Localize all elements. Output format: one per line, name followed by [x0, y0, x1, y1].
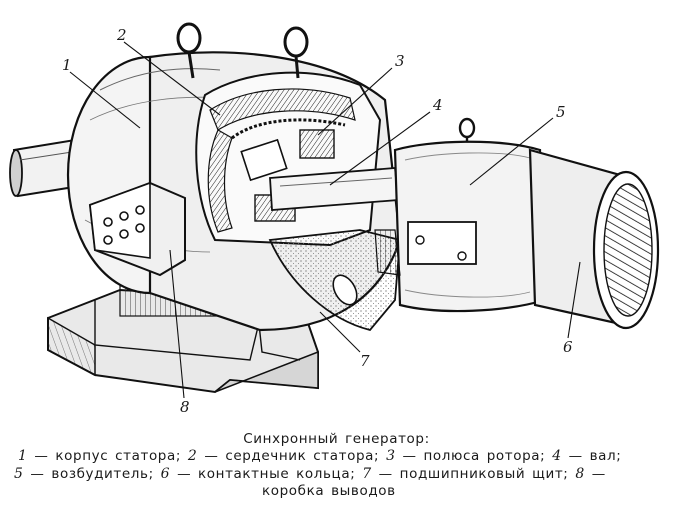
legend-num-8: 8 — [575, 466, 585, 482]
cutaway-section — [195, 71, 399, 247]
legend-num-5: 5 — [14, 466, 24, 482]
callout-3: 3 — [395, 52, 405, 70]
generator-illustration: 1 2 3 4 5 6 7 8 — [9, 22, 660, 416]
legend-num-1: 1 — [18, 448, 28, 464]
caption-line-2: 5 — возбудитель; 6 — контактные кольца; … — [14, 466, 606, 482]
legend-text-5: — возбудитель; — [30, 466, 154, 482]
legend-num-2: 2 — [187, 448, 198, 464]
legend-num-6: 6 — [160, 466, 171, 482]
caption-title: Синхронный генератор: — [243, 431, 430, 447]
legend-text-1: — корпус статора; — [34, 448, 181, 464]
legend-num-3: 3 — [386, 448, 396, 464]
slip-ring-housing — [528, 148, 660, 330]
callout-5: 5 — [556, 103, 566, 121]
bearing-shield — [268, 229, 401, 332]
callout-4: 4 — [432, 96, 443, 114]
callout-leaders — [69, 41, 581, 399]
callout-2: 2 — [116, 26, 127, 44]
figure-caption: Синхронный генератор: 1 — корпус статора… — [0, 430, 673, 516]
legend-text-8: — — [591, 466, 606, 482]
caption-line-3: коробка выводов — [262, 483, 396, 499]
legend-num-4: 4 — [552, 448, 562, 464]
callout-8: 8 — [180, 398, 190, 416]
exciter — [374, 140, 547, 313]
legend-text-6: — контактные кольца; — [177, 466, 356, 482]
legend-text-8-cont: коробка выводов — [262, 483, 396, 499]
legend-num-7: 7 — [362, 466, 372, 482]
legend-text-2: — сердечник статора; — [204, 448, 380, 464]
legend-text-4: — вал; — [568, 448, 622, 464]
callout-6: 6 — [563, 338, 573, 356]
callout-1: 1 — [62, 56, 72, 74]
lifting-eyes — [176, 22, 476, 150]
callout-7: 7 — [360, 352, 370, 370]
legend-text-7: — подшипниковый щит; — [378, 466, 569, 482]
terminal-box — [88, 181, 186, 277]
caption-line-1: 1 — корпус статора; 2 — сердечник статор… — [18, 448, 621, 464]
shaft-left — [9, 138, 82, 198]
legend-text-3: — полюса ротора; — [402, 448, 546, 464]
